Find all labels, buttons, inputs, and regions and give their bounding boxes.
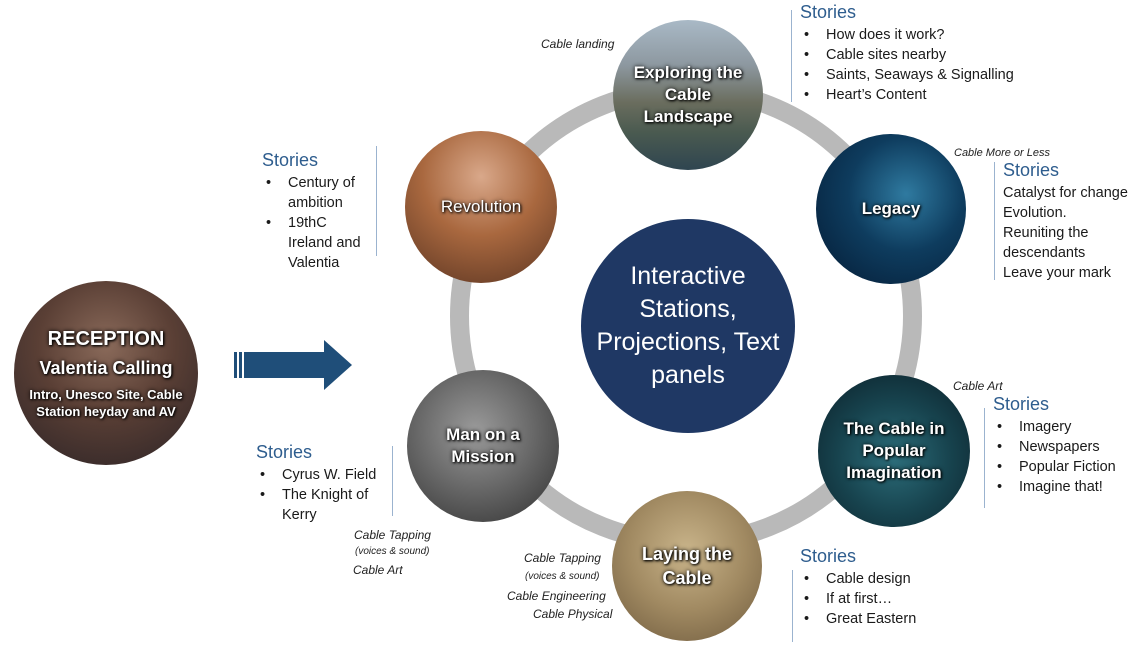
bracket-revolution — [376, 146, 377, 256]
stories-title: Stories — [1003, 160, 1060, 180]
station-revolution-label: Revolution — [440, 197, 522, 216]
story-item: Popular Fiction — [993, 457, 1116, 477]
reception-circle[interactable]: RECEPTION Valentia Calling Intro, Unesco… — [14, 281, 198, 465]
station-mission-label: Man on a Mission — [446, 425, 520, 466]
stories-revolution: Stories Century of ambition 19thC Irelan… — [262, 150, 374, 273]
story-item: Heart’s Content — [800, 85, 1014, 105]
note-voices-sound: (voices & sound) — [525, 571, 600, 582]
center-circle: Interactive Stations, Projections, Text … — [581, 219, 795, 433]
story-item: Cable sites nearby — [800, 45, 1014, 65]
reception-subtitle: Valentia Calling — [39, 358, 173, 378]
stories-laying: Stories Cable design If at first… Great … — [800, 546, 916, 629]
station-popular-label: The Cable in Popular Imagination — [843, 419, 945, 482]
stories-popular: Stories Imagery Newspapers Popular Ficti… — [993, 394, 1116, 497]
note-cable-art: Cable Art — [953, 379, 1003, 393]
stories-title: Stories — [993, 394, 1050, 414]
reception-title: RECEPTION — [47, 328, 165, 350]
bracket-mission — [392, 446, 393, 516]
right-arrow-icon — [234, 340, 352, 390]
station-legacy[interactable]: Legacy — [816, 134, 966, 284]
stories-title: Stories — [256, 442, 313, 462]
note-cable-engineering: Cable Engineering — [507, 589, 606, 603]
story-item: Saints, Seaways & Signalling — [800, 65, 1014, 85]
story-item: The Knight of Kerry — [256, 485, 382, 525]
bracket-popular — [984, 408, 985, 508]
bracket-exploring — [791, 10, 792, 102]
story-item: Cable design — [800, 569, 916, 589]
stories-legacy: Stories Catalyst for change Evolution. R… — [1003, 160, 1137, 283]
story-item: Imagery — [993, 417, 1116, 437]
note-voices-sound: (voices & sound) — [355, 546, 430, 557]
station-popular-imagination[interactable]: The Cable in Popular Imagination — [818, 375, 970, 527]
story-item: Reuniting the descendants — [1003, 225, 1089, 261]
story-item: Catalyst for change — [1003, 185, 1128, 201]
note-cable-art: Cable Art — [353, 563, 403, 577]
note-cable-more-or-less: Cable More or Less — [954, 147, 1050, 159]
story-item: How does it work? — [800, 25, 1014, 45]
station-mission[interactable]: Man on a Mission — [407, 370, 559, 522]
note-cable-tapping: Cable Tapping — [354, 528, 431, 542]
note-cable-tapping: Cable Tapping — [524, 551, 601, 565]
stories-title: Stories — [800, 546, 857, 566]
stories-title: Stories — [800, 2, 857, 22]
bracket-laying — [792, 570, 793, 642]
story-item: Great Eastern — [800, 609, 916, 629]
station-laying[interactable]: Laying the Cable — [612, 491, 762, 641]
story-item: Imagine that! — [993, 477, 1116, 497]
reception-detail: Intro, Unesco Site, Cable Station heyday… — [29, 387, 183, 419]
station-exploring[interactable]: Exploring the Cable Landscape — [613, 20, 763, 170]
stories-mission: Stories Cyrus W. Field The Knight of Ker… — [256, 442, 386, 525]
story-item: Newspapers — [993, 437, 1116, 457]
story-item: 19thC Ireland and Valentia — [262, 213, 374, 273]
story-item: Evolution. — [1003, 205, 1067, 221]
story-item: If at first… — [800, 589, 916, 609]
story-item: Leave your mark — [1003, 265, 1111, 281]
story-item: Century of ambition — [262, 173, 374, 213]
note-cable-physical: Cable Physical — [533, 607, 613, 621]
story-item: Cyrus W. Field — [256, 465, 386, 485]
station-legacy-label: Legacy — [861, 199, 921, 218]
stories-title: Stories — [262, 150, 319, 170]
stories-exploring: Stories How does it work? Cable sites ne… — [800, 2, 1014, 105]
station-exploring-label: Exploring the Cable Landscape — [633, 63, 743, 126]
station-laying-label: Laying the Cable — [641, 544, 732, 588]
center-title: Interactive Stations, Projections, Text … — [596, 262, 780, 389]
station-revolution[interactable]: Revolution — [405, 131, 557, 283]
bracket-legacy — [994, 162, 995, 280]
note-cable-landing: Cable landing — [541, 37, 615, 51]
